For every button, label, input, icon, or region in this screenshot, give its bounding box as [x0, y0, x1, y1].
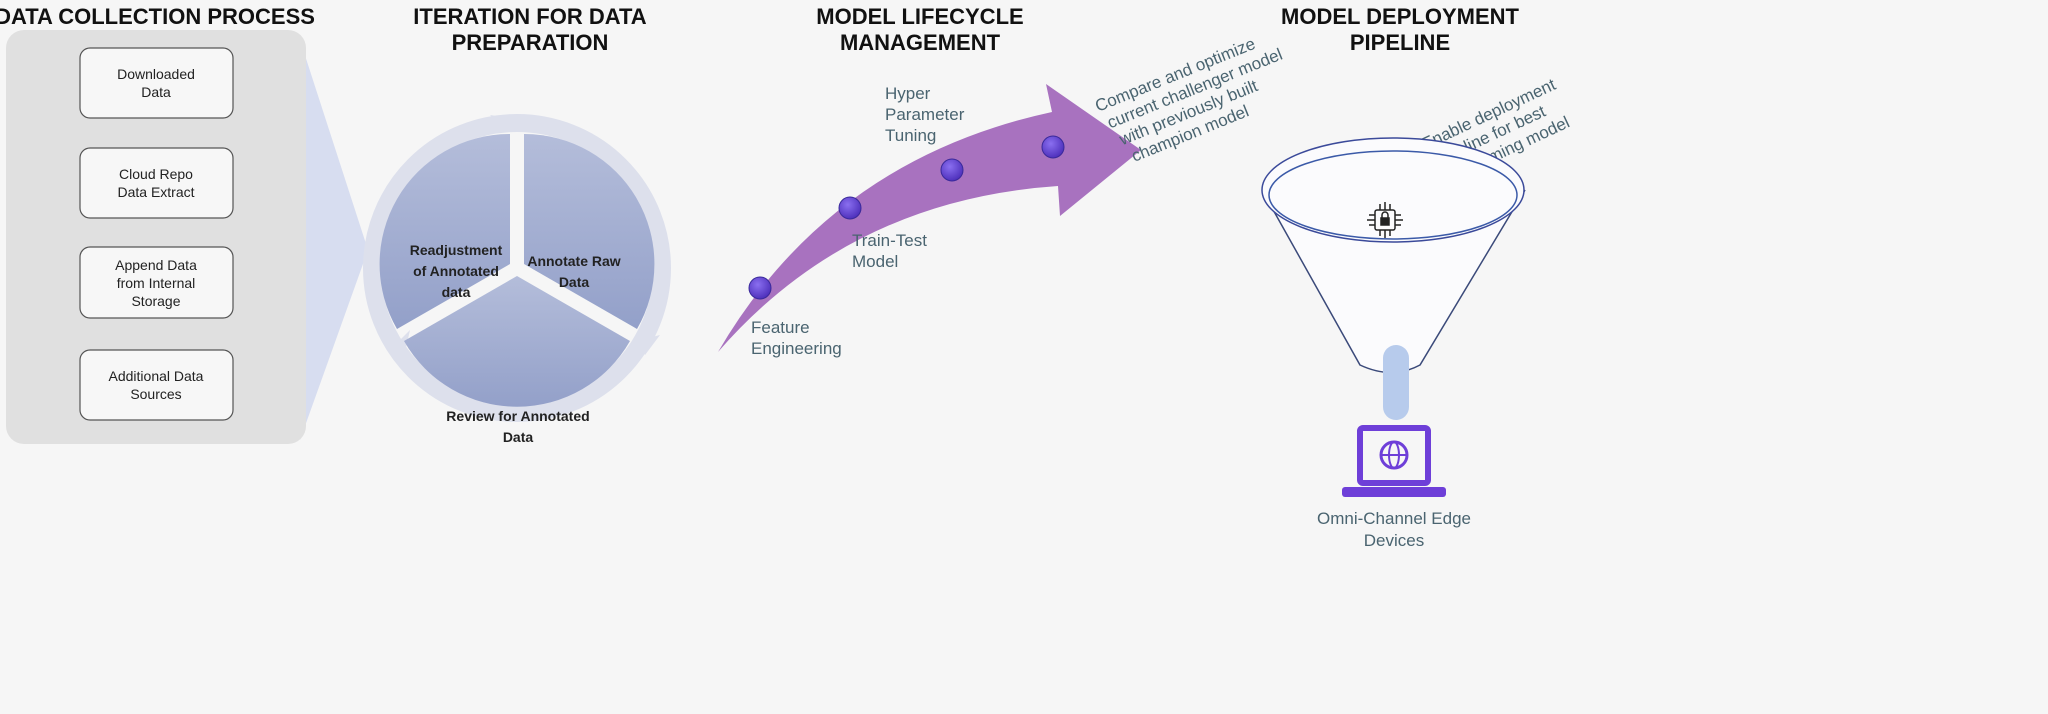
step-dot-hyper-parameter: [940, 158, 964, 182]
svg-text:Data Extract: Data Extract: [117, 184, 194, 200]
svg-text:Engineering: Engineering: [751, 339, 842, 358]
cycle-arrowhead: [395, 330, 410, 352]
svg-text:Append Data: Append Data: [115, 257, 197, 273]
cycle-arrowhead: [490, 115, 510, 130]
data-collection-panel: [6, 30, 306, 444]
deployment-funnel: [1261, 137, 1526, 420]
svg-text:Data: Data: [559, 274, 590, 290]
heading-iteration-line2: PREPARATION: [452, 30, 609, 55]
svg-text:Devices: Devices: [1364, 531, 1424, 550]
heading-deployment-line1: MODEL DEPLOYMENT: [1281, 4, 1520, 29]
label-train-test: Train-Test: [852, 231, 927, 250]
source-box-internal-storage: Append Data from Internal Storage: [79, 246, 234, 319]
step-dot-feature-engineering: [748, 276, 772, 300]
label-hyper-parameter: Hyper: [885, 84, 931, 103]
heading-iteration-line1: ITERATION FOR DATA: [413, 4, 647, 29]
svg-text:Downloaded: Downloaded: [117, 66, 195, 82]
cycle-label-readjustment: Readjustment: [410, 242, 503, 258]
svg-text:of Annotated: of Annotated: [413, 263, 499, 279]
svg-text:Data: Data: [141, 84, 171, 100]
svg-text:Storage: Storage: [131, 293, 180, 309]
step-dot-compare: [1041, 135, 1065, 159]
svg-text:data: data: [442, 284, 471, 300]
heading-data-collection: DATA COLLECTION PROCESS: [0, 4, 315, 29]
cycle-ring: [363, 114, 671, 422]
svg-text:Sources: Sources: [130, 386, 181, 402]
cycle-label-annotate: Annotate Raw: [527, 253, 620, 269]
step-dot-train-test: [838, 196, 862, 220]
funnel-stem: [1383, 345, 1409, 420]
ai-chip-lock-icon: [1367, 202, 1403, 238]
iteration-cycle: Readjustment of Annotated data Annotate …: [363, 114, 671, 445]
svg-text:Model: Model: [852, 252, 898, 271]
svg-text:Parameter: Parameter: [885, 105, 965, 124]
heading-lifecycle-line2: MANAGEMENT: [840, 30, 1001, 55]
cycle-segment-annotate: [524, 133, 655, 329]
edge-devices-label: Omni-Channel Edge: [1317, 509, 1471, 528]
cycle-label-review: Review for Annotated: [446, 408, 589, 424]
source-box-additional: Additional Data Sources: [79, 349, 234, 421]
cycle-segment-readjustment: [379, 133, 510, 329]
source-box-cloud-repo: Cloud Repo Data Extract: [79, 147, 234, 219]
svg-text:Additional Data: Additional Data: [109, 368, 204, 384]
svg-text:from Internal: from Internal: [117, 275, 196, 291]
source-box-downloaded: Downloaded Data: [79, 47, 234, 119]
lifecycle-arrow: [718, 84, 1141, 352]
cycle-segment-review: [404, 276, 630, 407]
heading-deployment-line2: PIPELINE: [1350, 30, 1450, 55]
svg-text:Data: Data: [503, 429, 534, 445]
svg-text:Cloud Repo: Cloud Repo: [119, 166, 193, 182]
cycle-arrowhead: [640, 335, 660, 355]
label-feature-engineering: Feature: [751, 318, 810, 337]
panel-pointer-triangle: [300, 40, 368, 440]
heading-lifecycle-line1: MODEL LIFECYCLE: [816, 4, 1023, 29]
laptop-globe-icon: [1342, 425, 1446, 497]
svg-text:Tuning: Tuning: [885, 126, 936, 145]
